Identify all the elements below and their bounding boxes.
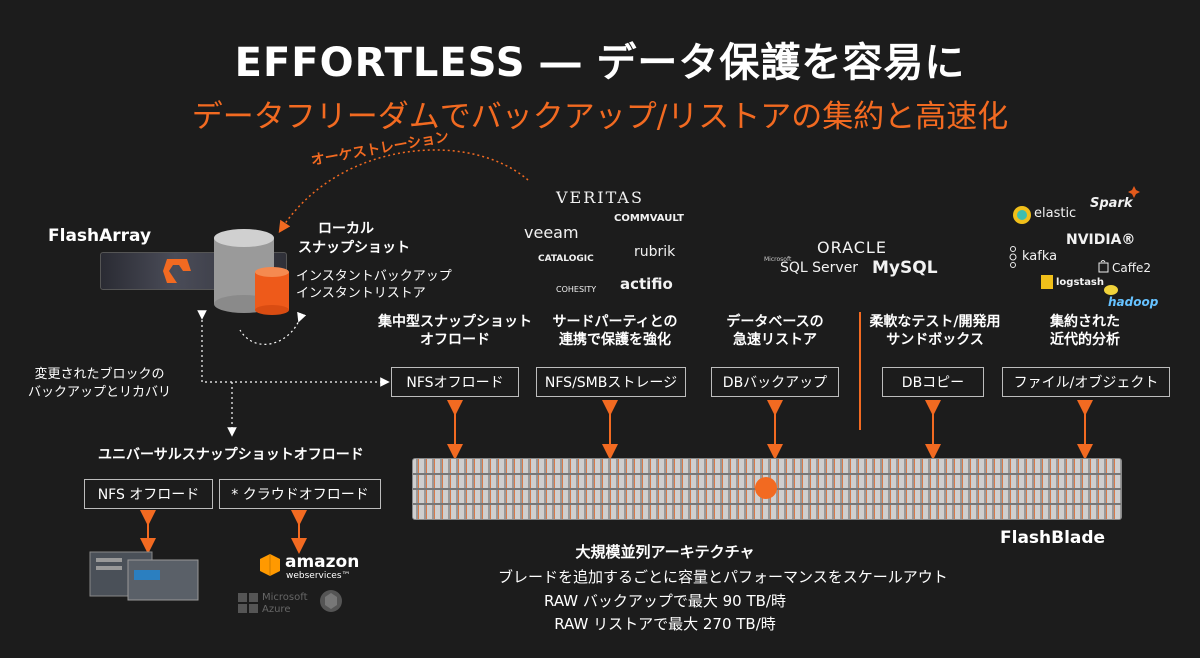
caption-line2: 近代的分析 bbox=[1050, 332, 1120, 348]
cohesity-logo: COHESITY bbox=[556, 285, 597, 294]
flashblade-logo-icon bbox=[755, 477, 777, 499]
logstash-logo: logstash bbox=[1056, 277, 1105, 288]
column-caption-snapshot: 集中型スナップショット オフロード bbox=[370, 313, 540, 349]
spark-star-icon bbox=[1128, 186, 1140, 198]
rubrik-logo: rubrik bbox=[634, 244, 676, 260]
instant-ops-label: インスタントバックアップ インスタントリストア bbox=[296, 268, 452, 302]
mysql-logo: MySQL bbox=[872, 258, 938, 278]
catalogic-logo: CATALOGIC bbox=[538, 254, 594, 264]
hadoop-elephant-icon bbox=[1104, 285, 1118, 295]
caption-line1: データベースの bbox=[726, 314, 824, 330]
oracle-logo: ORACLE bbox=[817, 238, 887, 257]
changed-blocks-line2: バックアップとリカバリ bbox=[28, 385, 172, 400]
kafka-logo: kafka bbox=[1022, 249, 1058, 264]
azure-line1: Microsoft bbox=[262, 592, 308, 603]
column-caption-sandbox: 柔軟なテスト/開発用 サンドボックス bbox=[860, 313, 1010, 349]
changed-blocks-label: 変更されたブロックの バックアップとリカバリ bbox=[28, 366, 171, 402]
elastic-icon bbox=[1012, 205, 1032, 225]
instant-restore-text: インスタントリストア bbox=[296, 286, 426, 301]
flashblade-label: FlashBlade bbox=[1000, 528, 1106, 548]
local-snapshot-label: ローカル スナップショット bbox=[298, 220, 410, 258]
spark-logo: Spark bbox=[1090, 196, 1133, 211]
local-snapshot-line1: ローカル bbox=[318, 221, 374, 237]
caption-line1: 柔軟なテスト/開発用 bbox=[869, 314, 1001, 330]
page-title: EFFORTLESS ― データ保護を容易に bbox=[234, 40, 966, 86]
caption-line2: オフロード bbox=[420, 332, 490, 348]
cloud-offload-box: * クラウドオフロード bbox=[219, 479, 381, 509]
elastic-logo: elastic bbox=[1034, 206, 1077, 221]
azure-line2: Azure bbox=[262, 604, 291, 615]
offload-connector bbox=[197, 310, 390, 387]
hadoop-logo: hadoop bbox=[1108, 295, 1159, 309]
caption-line1: 集約された bbox=[1050, 314, 1120, 330]
local-snapshot-line2: スナップショット bbox=[298, 240, 410, 256]
caption-line1: 集中型スナップショット bbox=[378, 314, 532, 330]
caption-line2: 急速リストア bbox=[733, 332, 817, 348]
nfs-offload-column-box: NFSオフロード bbox=[391, 367, 519, 397]
caption-line2: サンドボックス bbox=[886, 332, 984, 348]
scaleout-text: ブレードを追加するごとに容量とパフォーマンスをスケールアウト bbox=[498, 568, 948, 586]
actifio-logo: actifio bbox=[620, 275, 673, 293]
aws-logo-icon bbox=[258, 553, 282, 577]
logstash-icon bbox=[1040, 274, 1054, 290]
nvidia-logo: NVIDIA® bbox=[1066, 232, 1136, 248]
changed-blocks-line1: 変更されたブロックの bbox=[34, 367, 165, 382]
google-cloud-logo-icon bbox=[318, 588, 344, 614]
snapshot-loop-arrow bbox=[239, 311, 307, 345]
kafka-icon bbox=[1006, 246, 1020, 268]
orchestration-arrow bbox=[278, 149, 529, 234]
architecture-title: 大規模並列アーキテクチャ bbox=[575, 543, 755, 561]
amazon-sub-text: webservices™ bbox=[286, 571, 351, 581]
caffe2-icon bbox=[1098, 259, 1110, 273]
page-subtitle: データフリーダムでバックアップ/リストアの集約と高速化 bbox=[191, 99, 1009, 135]
restore-speed-text: RAW リストアで最大 270 TB/時 bbox=[554, 615, 776, 633]
caffe2-logo: Caffe2 bbox=[1112, 261, 1152, 275]
nfs-offload-box: NFS オフロード bbox=[84, 479, 213, 509]
column-caption-thirdparty: サードパーティとの 連携で保護を強化 bbox=[540, 313, 690, 349]
backup-speed-text: RAW バックアップで最大 90 TB/時 bbox=[544, 592, 786, 610]
file-object-box: ファイル/オブジェクト bbox=[1002, 367, 1170, 397]
column-caption-analytics: 集約された 近代的分析 bbox=[1020, 313, 1150, 349]
backup-cylinder-icon bbox=[254, 266, 290, 316]
microsoft-text: Microsoft bbox=[764, 256, 792, 263]
column-caption-database: データベースの 急速リストア bbox=[705, 313, 845, 349]
instant-backup-text: インスタントバックアップ bbox=[296, 269, 452, 284]
azure-text: Microsoft Azure bbox=[262, 592, 308, 616]
db-backup-box: DBバックアップ bbox=[711, 367, 839, 397]
azure-logo-icon bbox=[238, 593, 258, 613]
veritas-logo: VERITAS bbox=[556, 188, 644, 207]
caption-line2: 連携で保護を強化 bbox=[559, 332, 671, 348]
nfs-smb-storage-box: NFS/SMBストレージ bbox=[536, 367, 686, 397]
flasharray-label: FlashArray bbox=[48, 226, 152, 246]
commvault-logo: COMMVAULT bbox=[614, 213, 684, 224]
universal-offload-title: ユニバーサルスナップショットオフロード bbox=[98, 447, 364, 463]
veeam-logo: veeam bbox=[524, 223, 579, 242]
flashblade-chassis bbox=[412, 458, 1122, 520]
nfs-server-hardware-icon bbox=[88, 550, 200, 602]
amazon-text: amazon bbox=[285, 552, 360, 572]
caption-line1: サードパーティとの bbox=[552, 314, 678, 330]
pure-storage-logo-icon bbox=[161, 257, 193, 285]
sqlserver-logo: SQL Server bbox=[780, 260, 859, 276]
db-copy-box: DBコピー bbox=[882, 367, 984, 397]
